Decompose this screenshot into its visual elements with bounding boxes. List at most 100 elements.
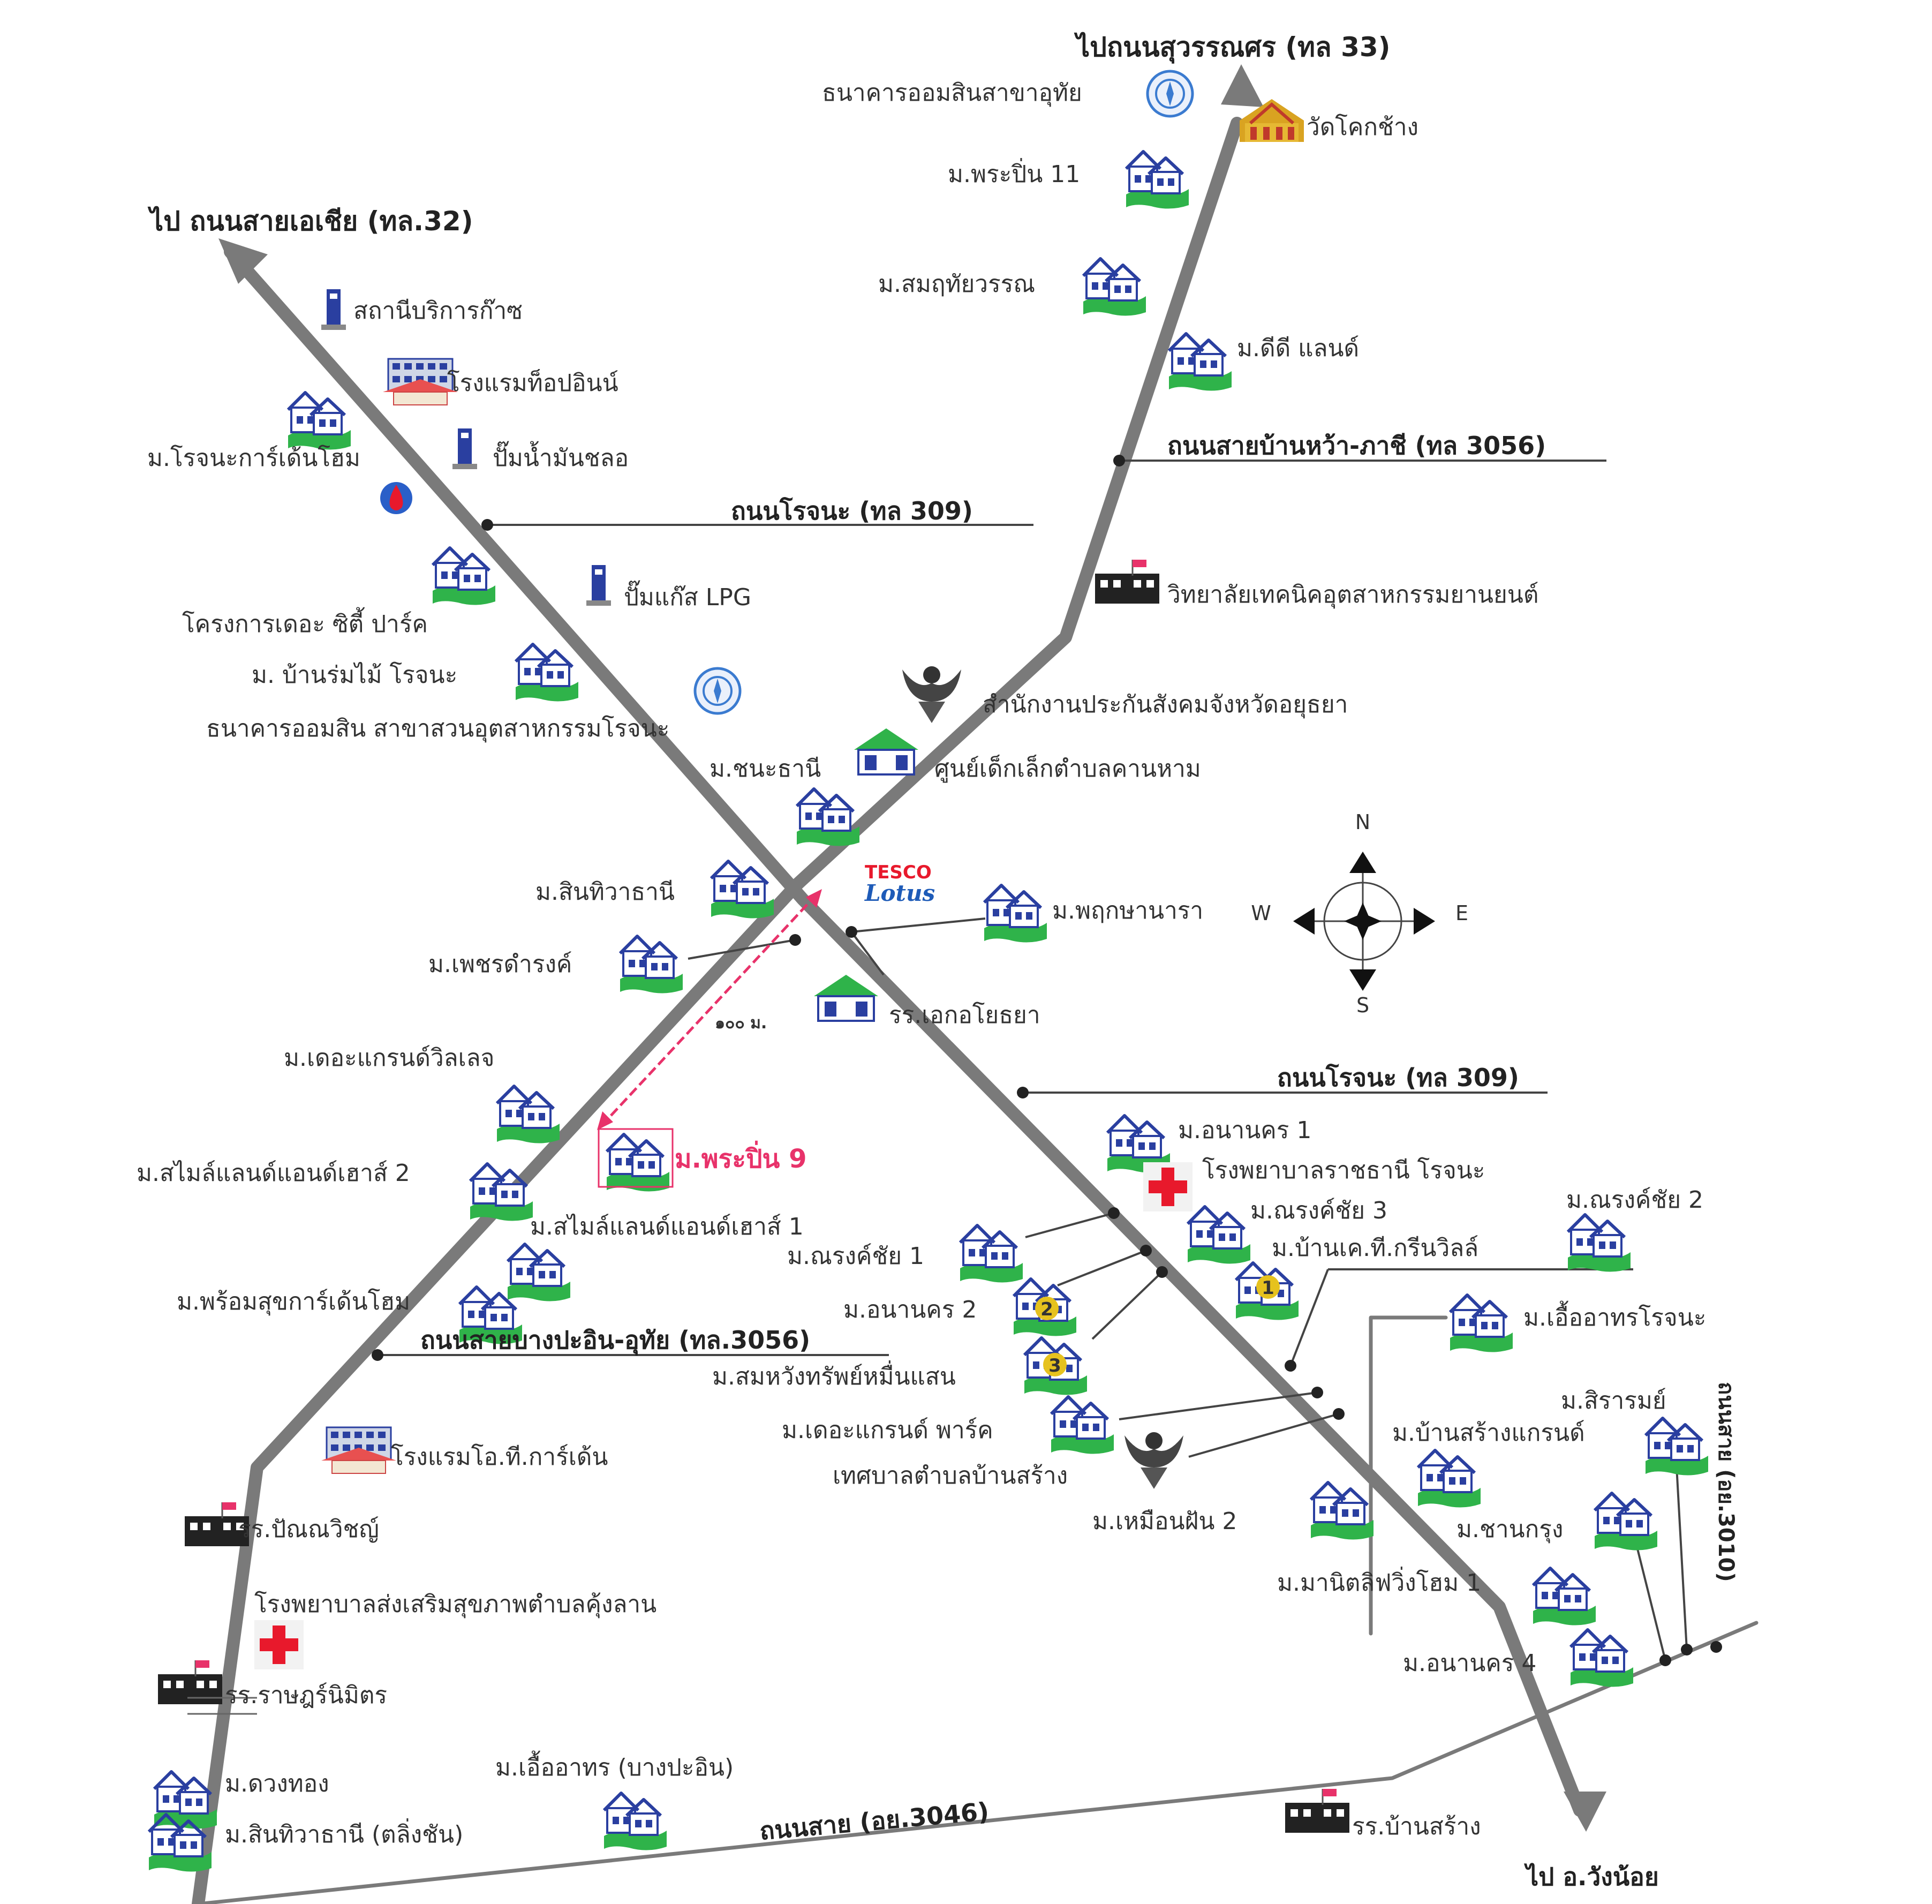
label-narongchai2: ม.ณรงค์ชัย 2 bbox=[1566, 1186, 1703, 1214]
label-muean-fan2: ม.เหมือนฝัน 2 bbox=[1092, 1508, 1237, 1535]
label-bangpain-uthai: ถนนสายบางปะอิน-อุทัย (ทล.3056) bbox=[420, 1326, 810, 1356]
highlight-box bbox=[598, 1128, 674, 1188]
marker-number-1: 1 bbox=[1262, 1277, 1274, 1299]
garuda-emblem-icon bbox=[902, 666, 961, 723]
connector-sommuang bbox=[1091, 1271, 1163, 1340]
label-bansang-muni: เทศบาลตำบลบ้านสร้าง bbox=[833, 1462, 1068, 1489]
label-pruksa9: ม.พระปิ่น 9 bbox=[675, 1140, 806, 1174]
connector-chankrung bbox=[1632, 1531, 1666, 1661]
house-icon bbox=[711, 861, 774, 919]
label-sinthawa: ม.สินทิวาธานี bbox=[535, 878, 675, 906]
label-rojana-garden: ม.โรจนะการ์เด้นโฮม bbox=[147, 445, 360, 472]
house-icon bbox=[288, 393, 351, 450]
label-uea-rojana: ม.เอื้ออาทรโรจนะ bbox=[1523, 1300, 1706, 1331]
label-to-asia: ไป ถนนสายเอเชีย (ทล.32) bbox=[147, 206, 473, 237]
connector-bankt bbox=[1289, 1269, 1329, 1366]
label-gsb-rojana: ธนาคารออมสิน สาขาสวนอุตสาหกรรมโรจนะ bbox=[206, 715, 669, 743]
distance-indicator: ๑๐๐ ม. bbox=[597, 889, 822, 1130]
house-icon bbox=[604, 1793, 667, 1850]
label-oil-pump: ปั๊มน้ำมันชลอ bbox=[493, 441, 629, 472]
connector-sirarom bbox=[1675, 1456, 1688, 1650]
connector-pruksa-nara bbox=[851, 917, 986, 933]
house-icon bbox=[1311, 1482, 1373, 1540]
compass-w: W bbox=[1251, 901, 1271, 925]
kindergarten-icon bbox=[853, 727, 919, 776]
label-child-center: ศูนย์เด็กเล็กตำบลคานหาม bbox=[934, 755, 1201, 783]
bank-seal-icon bbox=[1148, 71, 1193, 116]
house-icon bbox=[1595, 1493, 1657, 1551]
house-icon bbox=[1051, 1397, 1114, 1454]
label-bansang-grand: ม.บ้านสร้างแกรนด์ bbox=[1392, 1419, 1585, 1447]
arrow-ne bbox=[1221, 64, 1264, 107]
label-grand-park: ม.เดอะแกรนด์ พาร์ค bbox=[782, 1417, 993, 1444]
label-dd-land: ม.ดีดี แลนด์ bbox=[1237, 335, 1359, 362]
label-city-park: โครงการเดอะ ซิตี้ ปาร์ค bbox=[182, 607, 428, 638]
compass-s: S bbox=[1356, 994, 1369, 1017]
house-icon bbox=[1169, 334, 1232, 391]
label-rajthanee-hosp: โรงพยาบาลราชธานี โรจนะ bbox=[1202, 1157, 1485, 1184]
compass-n: N bbox=[1355, 810, 1370, 834]
house-icon bbox=[1188, 1207, 1250, 1264]
label-wat-khok-chang: วัดโคกช้าง bbox=[1307, 114, 1418, 141]
lpg-pump-icon bbox=[586, 565, 611, 606]
garuda-emblem-icon bbox=[1125, 1432, 1183, 1489]
distance-label: ๑๐๐ ม. bbox=[715, 1014, 767, 1033]
connector-phet-damrong bbox=[688, 939, 796, 960]
house-icon bbox=[433, 548, 495, 605]
label-ananakorn4: ม.อนานคร 4 bbox=[1403, 1650, 1536, 1677]
hospital-cross-icon bbox=[254, 1620, 304, 1669]
label-ekoyothaya: รร.เอกอโยธยา bbox=[889, 1002, 1040, 1029]
house-icon bbox=[1571, 1630, 1633, 1687]
house-icon bbox=[984, 885, 1047, 943]
label-promsuk: ม.พร้อมสุขการ์เด้นโฮม bbox=[177, 1288, 410, 1316]
house-icon bbox=[154, 1772, 217, 1829]
label-chana-thani: ม.ชนะธานี bbox=[710, 755, 821, 782]
label-ananakorn1: ม.อนานคร 1 bbox=[1178, 1117, 1311, 1144]
house-icon bbox=[508, 1244, 570, 1301]
house-icon bbox=[1533, 1568, 1596, 1625]
connector-narongchai1 bbox=[1025, 1212, 1114, 1238]
fuel-pump-icon bbox=[452, 428, 477, 469]
label-phet-damrong: ม.เพชรดำรงค์ bbox=[428, 951, 572, 978]
label-ay3010: ถนนสาย (อย.3010) bbox=[1714, 1382, 1738, 1582]
arrow-se bbox=[1564, 1792, 1606, 1832]
label-grand-village: ม.เดอะแกรนด์วิลเลจ bbox=[284, 1044, 494, 1072]
connector-bansang-muni bbox=[1188, 1413, 1339, 1458]
label-uea-bangpain: ม.เอื้ออาทร (บางปะอิน) bbox=[495, 1750, 734, 1781]
label-chankrung: ม.ชานกรุง bbox=[1456, 1516, 1563, 1544]
hotel-icon bbox=[382, 358, 459, 406]
gas-station-icon bbox=[321, 289, 346, 330]
marker-number-3: 3 bbox=[1048, 1355, 1061, 1376]
arrow-nw bbox=[218, 238, 268, 284]
compass-e: E bbox=[1455, 901, 1468, 925]
label-gsb-uthai: ธนาคารออมสินสาขาอุทัย bbox=[822, 79, 1082, 107]
house-icon bbox=[1450, 1295, 1513, 1352]
label-somruthai: ม.สมฤทัยวรรณ bbox=[878, 270, 1035, 298]
school-icon bbox=[813, 974, 879, 1022]
house-icon bbox=[960, 1225, 1023, 1283]
label-top-inn: โรงแรมท็อปอินน์ bbox=[447, 369, 618, 397]
label-pannawit: รร.ปัณณวิชญ์ bbox=[238, 1516, 379, 1543]
house-icon bbox=[620, 936, 683, 994]
house-icon bbox=[1568, 1215, 1631, 1272]
label-ananakorn2: ม.อนานคร 2 bbox=[843, 1296, 977, 1323]
marker-number-2: 2 bbox=[1040, 1299, 1053, 1320]
connector-lines bbox=[378, 460, 1688, 1661]
fuel-drop-icon bbox=[380, 482, 412, 514]
label-narongchai3: ม.ณรงค์ชัย 3 bbox=[1250, 1197, 1387, 1224]
bank-seal-icon bbox=[695, 668, 740, 713]
label-tech-college: วิทยาลัยเทคนิคอุตสาหกรรมยานยนต์ bbox=[1167, 581, 1539, 609]
label-narongchai1: ม.ณรงค์ชัย 1 bbox=[787, 1243, 924, 1270]
road-rojana-main bbox=[224, 245, 1586, 1817]
house-icon bbox=[1126, 152, 1189, 209]
label-rojana-309-upper: ถนนโรจนะ (ทล 309) bbox=[731, 496, 973, 525]
connector-ekoyothaya bbox=[850, 931, 885, 976]
label-sso: สำนักงานประกันสังคมจังหวัดอยุธยา bbox=[983, 691, 1348, 719]
label-smileland1: ม.สไมล์แลนด์แอนด์เฮาส์ 1 bbox=[530, 1213, 804, 1240]
label-rojana-309-lower: ถนนโรจนะ (ทล 309) bbox=[1277, 1063, 1519, 1092]
label-duangthong: ม.ดวงทอง bbox=[225, 1770, 329, 1797]
road-bangpain-uthai bbox=[192, 117, 1243, 1904]
school-icon bbox=[1284, 1788, 1350, 1834]
hospital-cross-icon bbox=[1143, 1162, 1193, 1211]
